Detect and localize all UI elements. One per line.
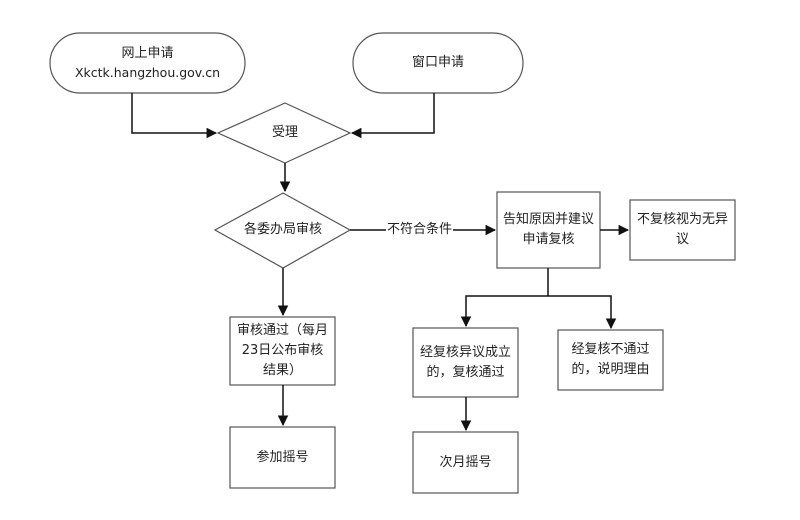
edge-notify-to-recheck-fail [548, 295, 617, 330]
node-no-recheck-shape [629, 199, 736, 261]
edge-online-to-accept [131, 93, 218, 139]
node-online-apply: 网上申请 Xkctk.hangzhou.gov.cn [50, 33, 245, 93]
node-review: 各委办局审核 [243, 222, 322, 237]
edge-label-not-eligible: 不符合条件 [386, 222, 454, 238]
node-recheck-fail: 经复核不通过的，说明理由 [571, 342, 650, 377]
node-online-apply-url: Xkctk.hangzhou.gov.cn [74, 65, 221, 80]
node-recheck-pass: 经复核异议成立的，复核通过 [419, 344, 511, 380]
node-online-apply-title: 网上申请 [121, 46, 174, 61]
node-recheck-fail-shape [557, 329, 664, 391]
edge-window-to-accept [350, 93, 435, 139]
node-join-lottery: 参加摇号 [256, 449, 309, 465]
node-no-recheck: 不复核视为无异议 [636, 212, 728, 247]
node-accept: 受理 [271, 125, 298, 140]
node-next-month-lottery-shape [412, 431, 519, 494]
node-join-lottery-shape [229, 426, 336, 489]
node-recheck-pass-shape [412, 327, 519, 398]
node-approved: 审核通过（每月23日公布审核结果） [236, 323, 328, 378]
node-notify-reason: 告知原因并建议申请复核 [502, 212, 594, 247]
node-online-apply-shape [49, 32, 246, 94]
node-next-month-lottery: 次月摇号 [439, 454, 492, 470]
node-window-apply: 窗口申请 [411, 55, 464, 70]
node-window-apply-shape [352, 32, 524, 94]
edge-notify-to-recheck-pass [460, 295, 548, 328]
